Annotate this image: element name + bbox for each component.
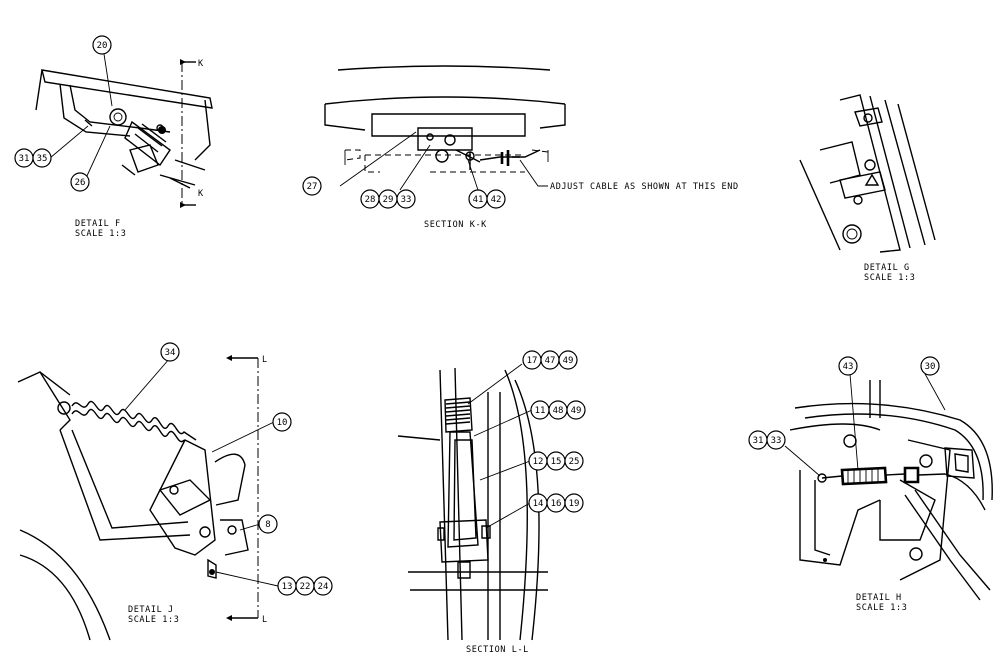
detail-f-section-mark-top: K — [198, 59, 204, 69]
callout-49-label-a: 49 — [563, 356, 574, 366]
callout-30-label: 30 — [925, 362, 936, 372]
callout-43-bubble — [838, 356, 858, 376]
callout-33-label-h: 33 — [771, 436, 782, 446]
callout-33-label: 33 — [401, 195, 412, 205]
callout-25-bubble — [564, 451, 584, 471]
callout-34-bubble — [160, 342, 180, 362]
callout-26-label: 26 — [75, 178, 86, 188]
callout-17-label: 17 — [527, 356, 538, 366]
detail-g: DETAIL G SCALE 1:3 — [799, 94, 936, 283]
callout-30-bubble — [920, 356, 940, 376]
callout-29-label: 29 — [383, 195, 394, 205]
callout-10-bubble — [272, 412, 292, 432]
section-kk-title: SECTION K-K — [424, 220, 487, 230]
callout-19-label: 19 — [569, 499, 580, 509]
detail-g-title: DETAIL G — [864, 263, 910, 273]
callout-33-bubble — [396, 189, 416, 209]
detail-f-section-mark-bottom: K — [198, 189, 204, 199]
callout-16-label: 16 — [551, 499, 562, 509]
section-kk: 27 28 29 33 41 42 ADJUST CABLE AS SHOWN … — [302, 65, 739, 230]
callout-20-bubble — [92, 35, 112, 55]
extension-spring-34 — [57, 401, 197, 443]
callout-8-bubble — [258, 514, 278, 534]
callout-31-label: 31 — [19, 154, 30, 164]
section-ll: 17 47 49 11 48 49 12 15 25 14 16 19 SECT… — [397, 350, 586, 655]
callout-48-label: 48 — [553, 406, 564, 416]
callout-15-label: 15 — [551, 457, 562, 467]
detail-g-scale: SCALE 1:3 — [864, 273, 915, 283]
callout-35-label: 35 — [37, 154, 48, 164]
detail-j: L L 34 10 8 13 22 24 DETAIL J SCALE 1:3 — [17, 342, 333, 641]
section-ll-title: SECTION L-L — [466, 645, 529, 655]
detail-f-scale: SCALE 1:3 — [75, 229, 126, 239]
spring-coil-upper — [444, 397, 473, 433]
callout-42-label: 42 — [491, 195, 502, 205]
callout-34-label: 34 — [165, 348, 176, 358]
callout-43-label: 43 — [843, 362, 854, 372]
callout-27-label: 27 — [307, 182, 318, 192]
callout-13-label: 13 — [282, 582, 293, 592]
callout-41-label: 41 — [473, 195, 484, 205]
callout-42-bubble — [486, 189, 506, 209]
detail-j-section-mark-bottom: L — [262, 615, 268, 625]
cable-turnbuckle-43 — [817, 466, 986, 511]
detail-j-title: DETAIL J — [128, 605, 174, 615]
callout-14-label: 14 — [533, 499, 544, 509]
callout-49-bubble-b — [566, 400, 586, 420]
callout-26-bubble — [70, 172, 90, 192]
callout-19-bubble — [564, 493, 584, 513]
detail-h: 43 30 31 33 DETAIL H SCALE 1:3 — [748, 356, 993, 613]
detail-j-scale: SCALE 1:3 — [128, 615, 179, 625]
detail-h-title: DETAIL H — [856, 593, 902, 603]
callout-33-bubble-h — [766, 430, 786, 450]
callout-49-bubble-a — [558, 350, 578, 370]
adjust-cable-note: ADJUST CABLE AS SHOWN AT THIS END — [550, 182, 739, 192]
callout-31-label-h: 31 — [753, 436, 764, 446]
callout-27-bubble — [302, 176, 322, 196]
callout-12-label: 12 — [533, 457, 544, 467]
callout-35-bubble — [32, 148, 52, 168]
detail-f-cable-assembly — [124, 120, 171, 167]
callout-25-label: 25 — [569, 457, 580, 467]
callout-22-label: 22 — [300, 582, 311, 592]
detail-h-scale: SCALE 1:3 — [856, 603, 907, 613]
callout-47-label: 47 — [545, 356, 556, 366]
callout-24-bubble — [313, 576, 333, 596]
callout-49-label-b: 49 — [571, 406, 582, 416]
callout-20-label: 20 — [97, 41, 108, 51]
callout-10-label: 10 — [277, 418, 288, 428]
callout-28-label: 28 — [365, 195, 376, 205]
callout-8-label: 8 — [265, 520, 270, 530]
callout-11-label: 11 — [535, 406, 546, 416]
detail-f: K K 20 31 35 26 DETAIL F SCALE 1:3 — [14, 35, 213, 239]
detail-f-title: DETAIL F — [75, 219, 121, 229]
detail-j-section-mark-top: L — [262, 355, 268, 365]
callout-24-label: 24 — [318, 582, 329, 592]
